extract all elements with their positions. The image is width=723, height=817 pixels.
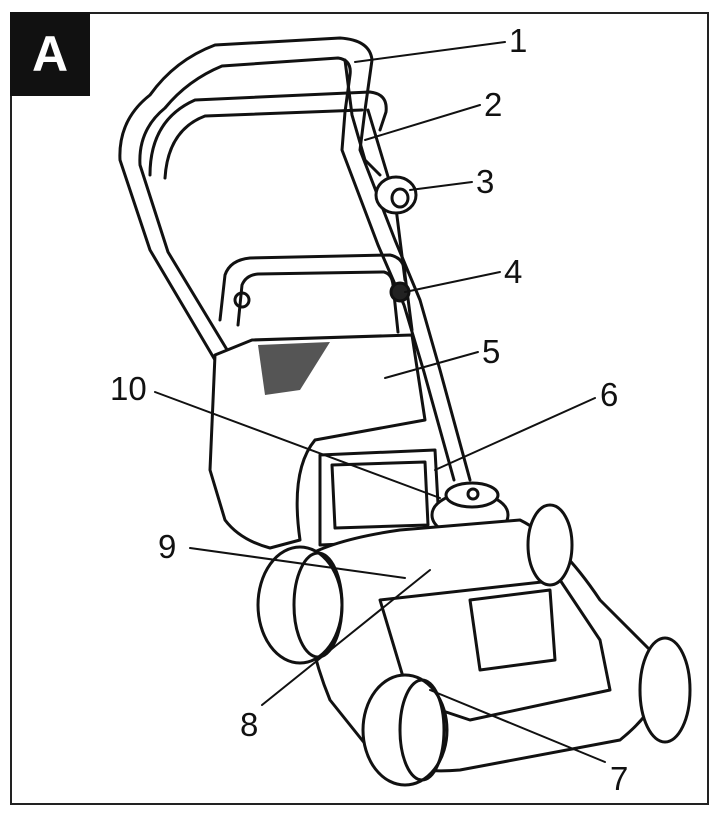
lower-handle bbox=[220, 255, 412, 330]
callout-3: 3 bbox=[476, 165, 494, 198]
leader-1 bbox=[355, 42, 505, 62]
callout-1: 1 bbox=[509, 24, 527, 57]
callout-2: 2 bbox=[484, 88, 502, 121]
callout-10: 10 bbox=[110, 372, 147, 405]
callout-5: 5 bbox=[482, 335, 500, 368]
leader-3 bbox=[410, 182, 472, 190]
callout-9: 9 bbox=[158, 530, 176, 563]
mower-deck bbox=[300, 520, 662, 771]
lower-handle-2 bbox=[238, 272, 398, 332]
rear-wheel-left bbox=[258, 547, 342, 663]
front-wheel-right bbox=[640, 638, 690, 742]
leader-4 bbox=[405, 272, 500, 292]
callout-6: 6 bbox=[600, 378, 618, 411]
callout-4: 4 bbox=[504, 255, 522, 288]
callout-8: 8 bbox=[240, 708, 258, 741]
switch-box bbox=[376, 177, 416, 213]
callout-7: 7 bbox=[610, 762, 628, 795]
inner-handle-2 bbox=[165, 110, 362, 178]
rear-wheel-right bbox=[528, 505, 572, 585]
